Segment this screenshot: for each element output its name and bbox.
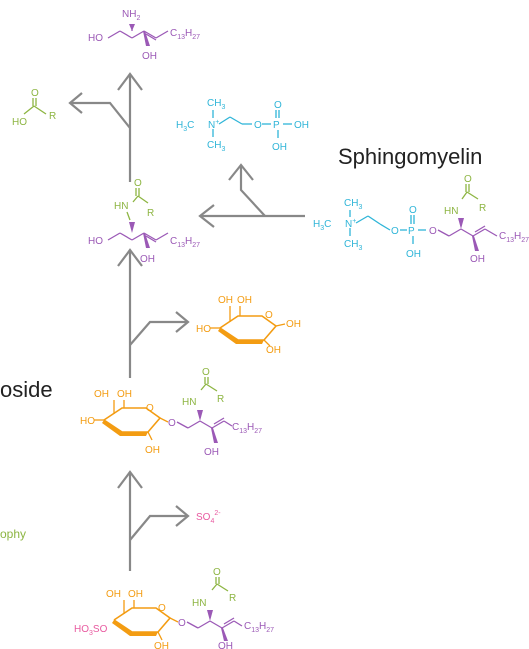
arrow-branch-phosphocholine (239, 165, 266, 217)
svg-text:O: O (254, 120, 262, 131)
svg-text:R: R (147, 208, 154, 219)
svg-text:HO: HO (88, 236, 103, 247)
svg-text:OH: OH (470, 254, 485, 265)
svg-text:OH: OH (117, 389, 132, 400)
arrow-head-up-pc (228, 163, 254, 181)
svg-text:O: O (464, 174, 472, 185)
arrow-branch-glucose (129, 320, 188, 346)
svg-text:HO: HO (80, 416, 95, 427)
svg-text:HN: HN (444, 206, 458, 217)
svg-text:NH2: NH2 (122, 9, 140, 22)
svg-text:C13H27: C13H27 (244, 621, 274, 634)
svg-text:R: R (479, 203, 486, 214)
svg-text:C13H27: C13H27 (232, 422, 262, 435)
svg-text:P: P (408, 226, 415, 237)
svg-text:R: R (217, 394, 224, 405)
svg-text:CH3: CH3 (207, 140, 225, 153)
svg-text:C13H27: C13H27 (170, 28, 200, 41)
arrow-head-up-1 (117, 72, 143, 91)
svg-text:OH: OH (140, 254, 155, 265)
cropped-ophy-label: ophy (0, 527, 26, 541)
svg-text:O: O (168, 418, 176, 429)
svg-text:C13H27: C13H27 (170, 236, 200, 249)
svg-text:R: R (49, 111, 56, 122)
svg-text:OH: OH (218, 641, 233, 649)
svg-text:O: O (134, 178, 142, 189)
svg-text:O: O (409, 205, 417, 216)
svg-text:HO: HO (88, 33, 103, 44)
svg-text:OH: OH (218, 295, 233, 306)
ceramide-molecule: O HN R HO OH C13H27 (88, 178, 200, 265)
arrow-head-right-glc (175, 311, 190, 333)
svg-text:OH: OH (406, 249, 421, 260)
svg-text:HN: HN (192, 598, 206, 609)
svg-text:OH: OH (106, 589, 121, 600)
svg-text:OH: OH (237, 295, 252, 306)
svg-text:CH3: CH3 (207, 98, 225, 111)
sphingomyelin-label: Sphingomyelin (338, 144, 482, 169)
svg-text:OH: OH (142, 51, 157, 62)
cropped-oside-label: oside (0, 377, 53, 402)
svg-text:OH: OH (145, 445, 160, 456)
svg-text:HN: HN (114, 201, 128, 212)
phosphocholine-molecule: CH3 H3C N+ CH3 O P O OH OH (176, 98, 309, 153)
glucosylceramide-molecule: OH OH O HO OH O OH C13H27 O HN R (80, 367, 262, 458)
fatty-acid-molecule: O HO R (12, 88, 56, 128)
svg-text:H3C: H3C (313, 219, 331, 232)
svg-text:O: O (429, 226, 437, 237)
arrow-head-up-3 (117, 470, 143, 489)
svg-text:N+: N+ (345, 218, 356, 230)
sphingomyelin-molecule: CH3 H3C N+ CH3 O P O OH O OH C13H27 O HN (313, 174, 529, 265)
sulfatide-molecule: OH OH O OH HO3SO O OH C13H27 O HN R (74, 567, 274, 649)
svg-text:OH: OH (266, 345, 281, 356)
svg-text:O: O (274, 100, 282, 111)
svg-text:HO: HO (196, 324, 211, 335)
arrow-branch-fatty-acid (70, 101, 131, 129)
arrow-head-left-fa (68, 92, 83, 114)
sulfate-ion: SO42- (196, 510, 221, 525)
svg-text:OH: OH (154, 641, 169, 649)
svg-text:OH: OH (204, 447, 219, 458)
svg-text:C13H27: C13H27 (499, 231, 529, 244)
svg-text:CH3: CH3 (344, 239, 362, 252)
svg-text:N+: N+ (208, 119, 219, 131)
svg-text:CH3: CH3 (344, 198, 362, 211)
svg-text:O: O (158, 603, 166, 614)
svg-text:O: O (146, 403, 154, 414)
svg-text:O: O (391, 226, 399, 237)
svg-text:HO3SO: HO3SO (74, 624, 108, 637)
svg-text:OH: OH (128, 589, 143, 600)
svg-text:H3C: H3C (176, 120, 194, 133)
svg-text:R: R (229, 593, 236, 604)
svg-text:HN: HN (182, 397, 196, 408)
glucose-molecule: OH OH O OH HO OH (196, 295, 301, 356)
arrow-head-left-cer (198, 204, 215, 228)
svg-text:P: P (273, 120, 280, 131)
sphingosine-molecule: NH2 HO OH C13H27 (88, 9, 200, 62)
arrow-head-right-so4 (175, 505, 190, 527)
svg-text:O: O (213, 567, 221, 578)
svg-text:SO42-: SO42- (196, 510, 221, 525)
svg-text:O: O (202, 367, 210, 378)
svg-text:OH: OH (286, 319, 301, 330)
svg-text:OH: OH (294, 120, 309, 131)
svg-text:O: O (265, 310, 273, 321)
svg-text:HO: HO (12, 117, 27, 128)
arrow-branch-sulfate (129, 514, 188, 541)
svg-text:O: O (31, 88, 39, 99)
svg-text:O: O (178, 618, 186, 629)
arrow-head-up-2 (117, 248, 143, 267)
svg-text:OH: OH (272, 142, 287, 153)
svg-text:OH: OH (94, 389, 109, 400)
arrows (68, 72, 305, 571)
